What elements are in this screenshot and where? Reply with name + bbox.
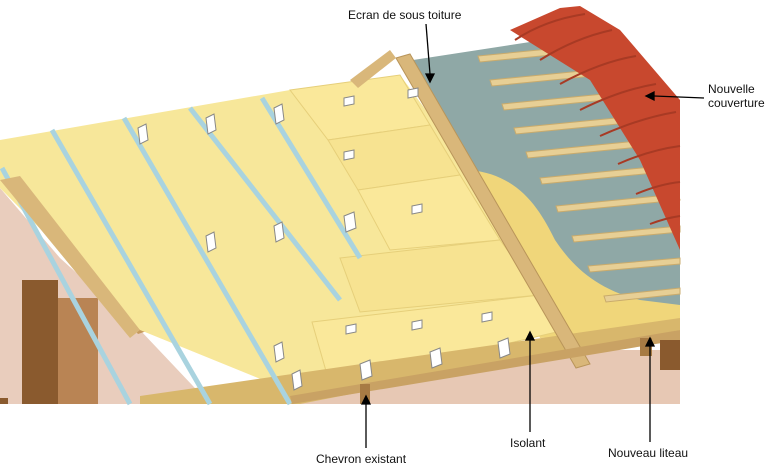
rafter-end-1 [360, 384, 370, 404]
roof-tiles [510, 6, 681, 250]
fascia-end [660, 340, 680, 370]
label-insulation: Isolant [510, 436, 546, 450]
label-new-roofing-line2: couverture [708, 96, 765, 110]
eave-batten [290, 330, 680, 404]
label-new-roofing-line1: Nouvelle [708, 82, 755, 96]
label-underlay-screen: Ecran de sous toiture [348, 8, 462, 22]
label-new-batten: Nouveau liteau [608, 446, 689, 460]
label-existing-rafter: Chevron existant [316, 452, 407, 466]
window-frame [58, 298, 98, 404]
main-rafter [395, 53, 591, 369]
ridge-rafter [350, 50, 396, 88]
label-new-roofing: Nouvelle couverture [708, 82, 765, 110]
gable-edge [0, 398, 8, 404]
screws [137, 87, 511, 391]
eave-rafter [0, 176, 140, 338]
window-shutter [22, 280, 58, 404]
leader-lines [360, 23, 705, 448]
